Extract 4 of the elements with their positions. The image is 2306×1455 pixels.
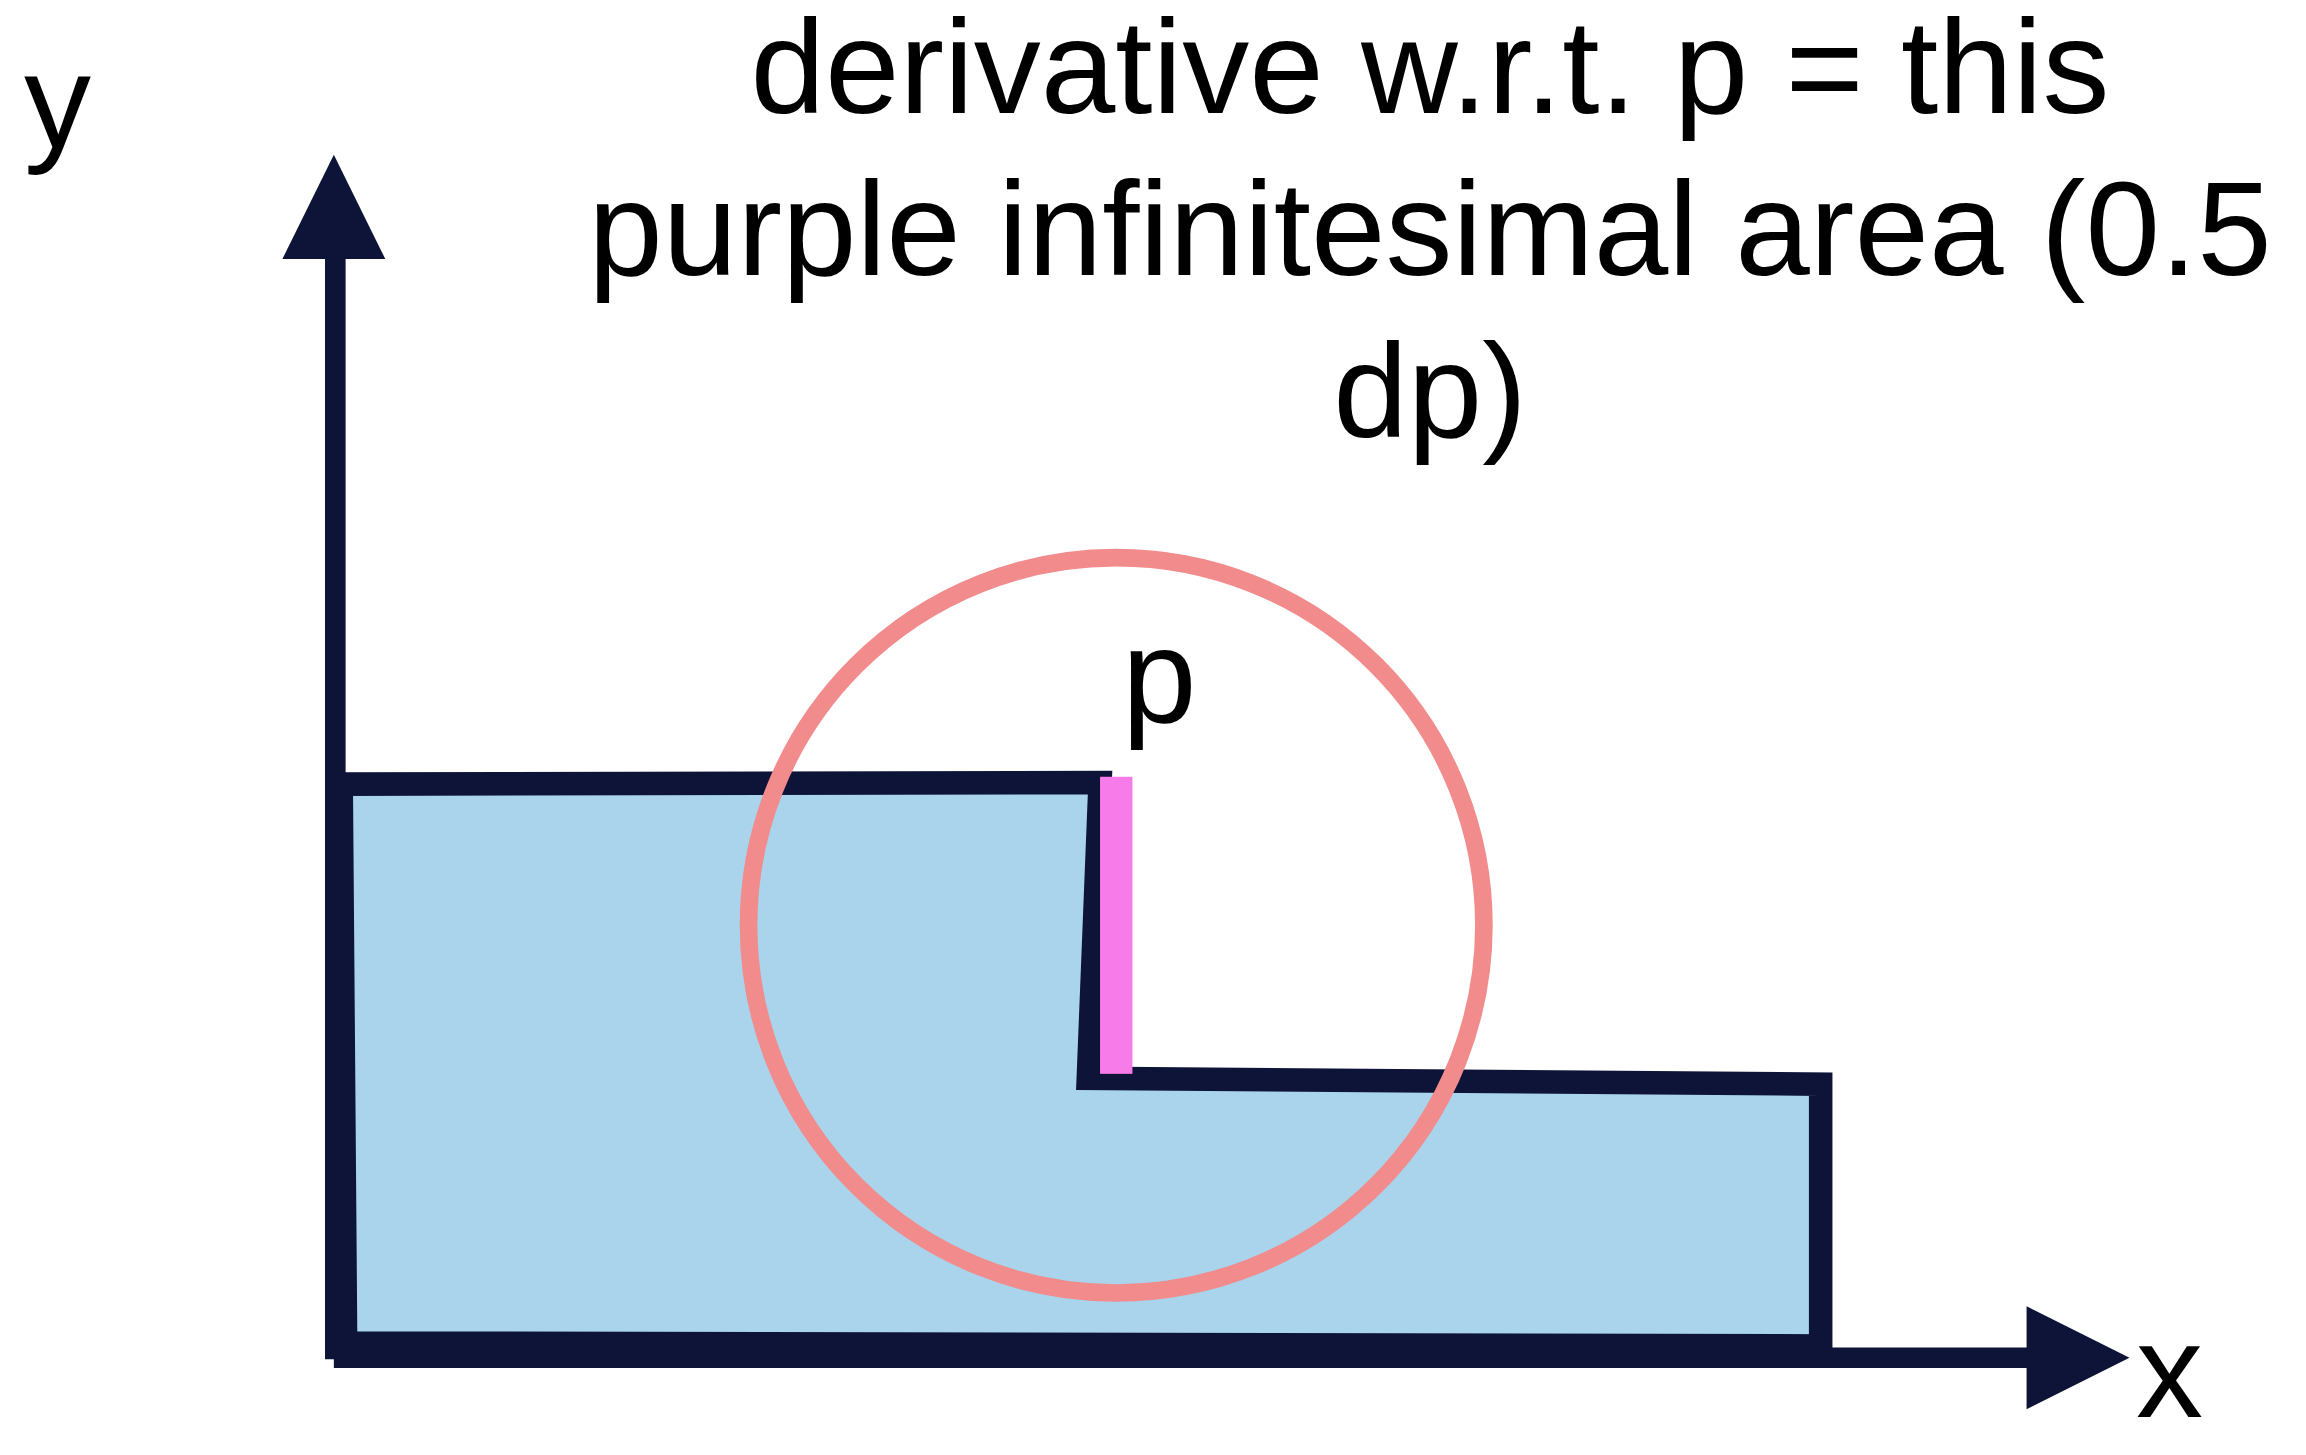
annotation-text: derivative w.r.t. p = this purple infinitesimal area (0.5 dp) bbox=[587, 0, 2273, 467]
point-label: p bbox=[1122, 600, 1197, 752]
axis-label: x bbox=[2136, 1295, 2203, 1447]
axis-label: y bbox=[24, 25, 91, 177]
